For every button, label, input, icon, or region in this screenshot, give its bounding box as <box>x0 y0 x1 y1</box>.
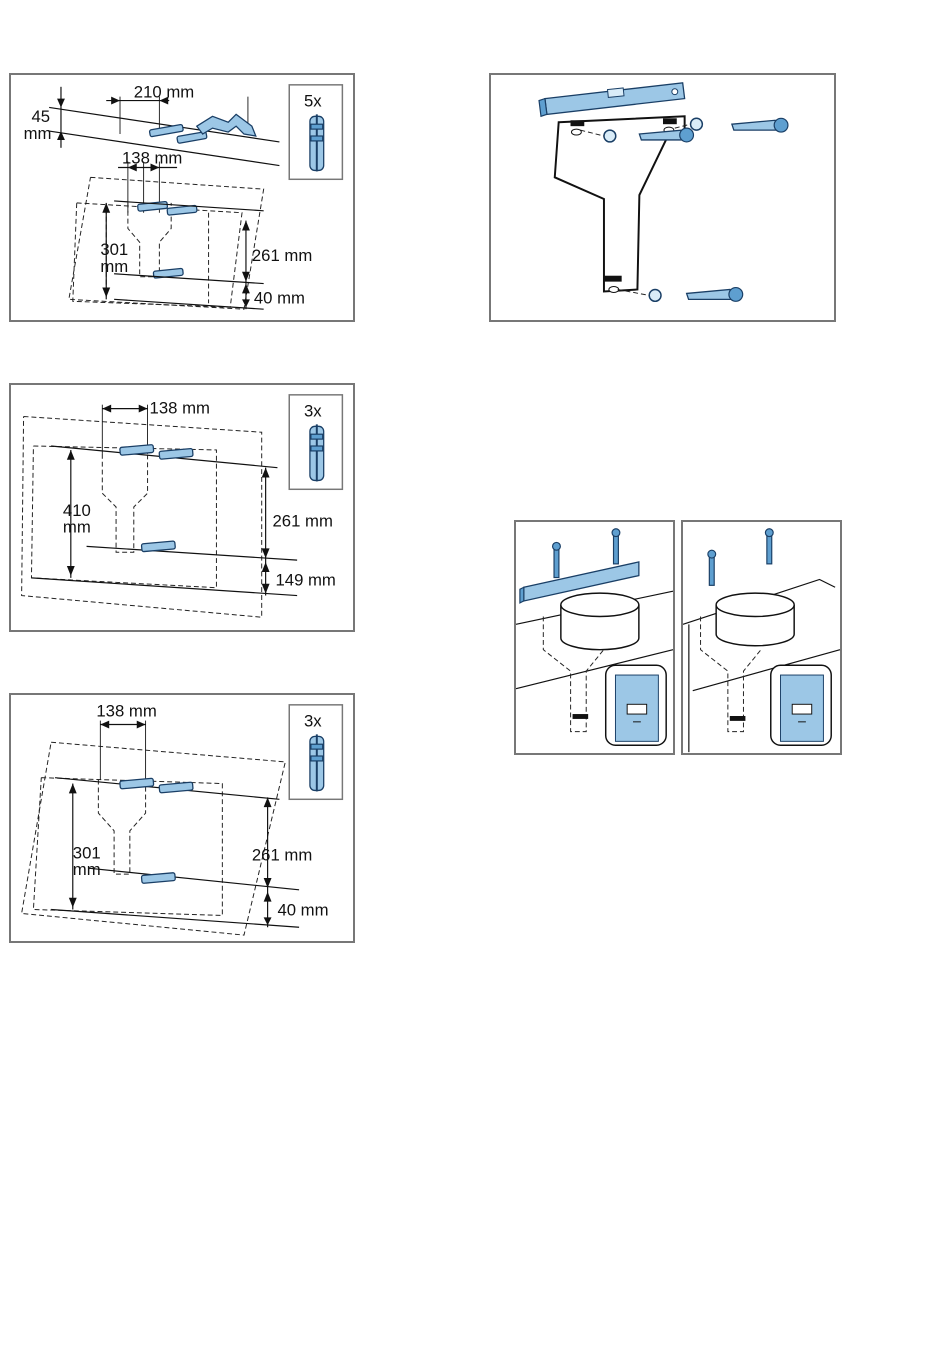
duct-ring-icon <box>561 593 639 650</box>
quantity-box: 3x <box>289 705 342 799</box>
panel1-drawing: 210 mm 45 mm 138 mm 301 mm 261 mm 40 mm … <box>11 75 353 320</box>
dim-label-138: 138 mm <box>122 149 182 168</box>
dim-label-210: 210 mm <box>134 83 194 102</box>
wall-plug-icon <box>310 114 324 171</box>
dim-label-261: 261 mm <box>273 512 333 531</box>
clip-detail-icon <box>771 665 831 745</box>
panel5a-drawing <box>516 522 673 753</box>
diagram-panel-wall-mounting-2: 138 mm 410 mm 261 mm 149 mm 3x <box>9 383 355 632</box>
quantity-box: 3x <box>289 395 342 489</box>
wall-plug-icon <box>310 734 324 791</box>
dim-label-138: 138 mm <box>150 399 210 418</box>
quantity-badge: 3x <box>304 401 322 420</box>
diagram-panel-wall-mounting-1: 210 mm 45 mm 138 mm 301 mm 261 mm 40 mm … <box>9 73 355 322</box>
panel5b-drawing <box>683 522 840 753</box>
bracket-icon <box>197 114 256 136</box>
spirit-level-icon <box>539 83 685 116</box>
dim-label-40: 40 mm <box>254 288 305 307</box>
dim-label-261: 261 mm <box>252 845 312 864</box>
dim-label-45-unit: mm <box>24 124 52 143</box>
panel4-drawing <box>491 75 834 320</box>
clip-detail-icon <box>606 665 666 745</box>
quantity-badge: 5x <box>304 91 322 110</box>
quantity-box: 5x <box>289 85 342 179</box>
dim-label-149: 149 mm <box>275 571 335 590</box>
dim-label-301-unit: mm <box>73 860 101 879</box>
dim-label-261: 261 mm <box>252 246 312 265</box>
diagram-panel-duct-fixing-a <box>514 520 675 755</box>
screw-icon <box>708 529 773 586</box>
quantity-badge: 3x <box>304 711 322 730</box>
dim-label-410-unit: mm <box>63 518 91 537</box>
diagram-panel-wall-mounting-3: 138 mm 301 mm 261 mm 40 mm 3x <box>9 693 355 943</box>
dim-label-301-unit: mm <box>100 257 128 276</box>
diagram-panel-duct-fixing-b <box>681 520 842 755</box>
dim-label-138: 138 mm <box>96 702 156 721</box>
panel2-drawing: 138 mm 410 mm 261 mm 149 mm 3x <box>11 385 353 630</box>
dim-label-40: 40 mm <box>277 900 328 919</box>
panel3-drawing: 138 mm 301 mm 261 mm 40 mm 3x <box>11 695 353 941</box>
wall-plug-icon <box>310 424 324 481</box>
duct-ring-icon <box>716 593 794 646</box>
diagram-panel-bracket-leveling <box>489 73 836 322</box>
bracket-icon <box>555 116 685 292</box>
